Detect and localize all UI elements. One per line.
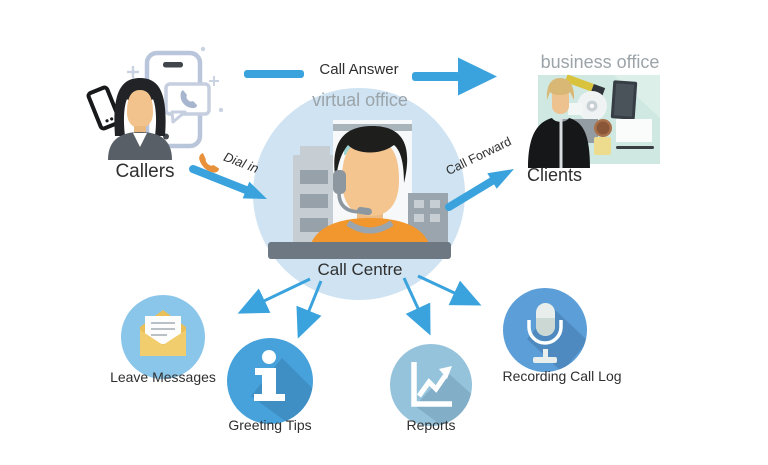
arrow-to-leave-messages	[237, 277, 311, 314]
caller-face	[127, 90, 153, 128]
orange-handset-icon	[199, 153, 219, 173]
recording-call-log-label: Recording Call Log	[502, 368, 622, 384]
arrow-to-reports	[402, 277, 431, 336]
envelope-icon	[121, 295, 205, 379]
reports-label: Reports	[406, 417, 456, 433]
desk	[268, 242, 451, 259]
client-suit	[528, 118, 590, 168]
agent-face	[342, 140, 399, 216]
caller-hair	[114, 78, 166, 136]
call-forward-arrow	[445, 169, 514, 211]
sticky-note-icon	[594, 137, 611, 155]
arrow-to-greeting-tips	[296, 280, 323, 339]
businessman-desk-icon	[528, 74, 660, 168]
line-chart-icon	[390, 344, 472, 426]
dial-in-arrow	[189, 153, 267, 199]
held-phone-icon	[86, 85, 122, 131]
tablet-icon	[610, 80, 638, 120]
greeting-tips-label: Greeting Tips	[228, 417, 312, 433]
speech-bubble-icon	[164, 82, 211, 116]
paper-icon	[616, 119, 652, 142]
sparkle-icon	[209, 76, 219, 86]
call-answer-label: Call Answer	[319, 61, 399, 78]
virtual-office-label: virtual office	[312, 90, 408, 110]
clients-label: Clients	[527, 165, 583, 185]
microphone-icon	[503, 288, 587, 372]
caller-woman-smartphone-icon	[86, 46, 224, 160]
call-answer-arrow	[244, 57, 497, 96]
client-hair	[546, 78, 575, 100]
agent-hair	[334, 126, 408, 183]
leave-messages-label: Leave Messages	[110, 369, 216, 385]
headset-icon	[333, 170, 346, 194]
callers-label: Callers	[115, 161, 175, 182]
business-office-label: business office	[540, 52, 660, 72]
info-icon	[227, 338, 313, 424]
call-centre-label: Call Centre	[317, 260, 403, 279]
arrow-to-recording	[417, 274, 482, 306]
sparkle-icon	[127, 66, 139, 78]
handset-icon	[180, 90, 197, 109]
agent-headset-desk-icon	[268, 120, 451, 259]
feature-arrows	[237, 274, 482, 339]
